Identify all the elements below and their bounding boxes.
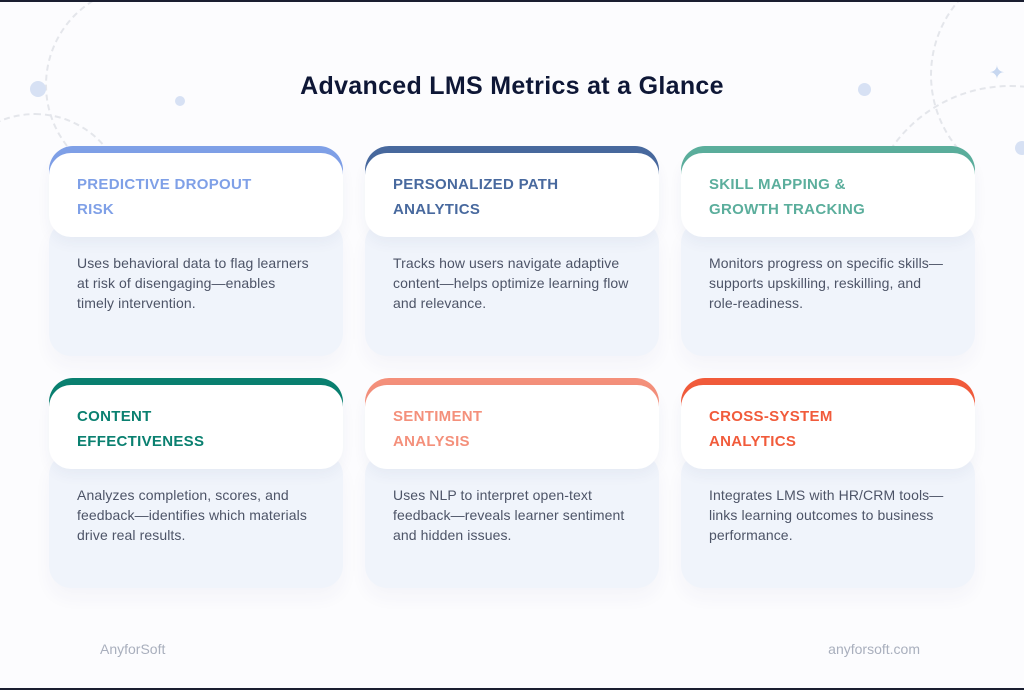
card-body-panel: Uses behavioral data to flag learners at…	[49, 221, 343, 356]
card-title: PREDICTIVE DROPOUT RISK	[77, 176, 252, 218]
card-description: Monitors progress on specific skills—sup…	[709, 255, 943, 311]
card-header: SENTIMENT ANALYSIS	[365, 385, 659, 469]
card-header: CONTENT EFFECTIVENESS	[49, 385, 343, 469]
metric-card-skill-mapping-growth-tracking: SKILL MAPPING & GROWTH TRACKING Monitors…	[681, 146, 975, 356]
dot-decoration	[1015, 141, 1024, 155]
dot-decoration	[175, 96, 185, 106]
card-title: PERSONALIZED PATH ANALYTICS	[393, 176, 559, 218]
footer-brand: AnyforSoft	[100, 641, 166, 657]
card-body-panel: Uses NLP to interpret open-text feedback…	[365, 453, 659, 588]
card-title: CONTENT EFFECTIVENESS	[77, 408, 205, 450]
card-body-panel: Tracks how users navigate adaptive conte…	[365, 221, 659, 356]
card-description: Analyzes completion, scores, and feedbac…	[77, 487, 307, 543]
card-description: Uses NLP to interpret open-text feedback…	[393, 487, 625, 543]
metric-card-predictive-dropout-risk: PREDICTIVE DROPOUT RISK Uses behavioral …	[49, 146, 343, 356]
card-header: PERSONALIZED PATH ANALYTICS	[365, 153, 659, 237]
dot-decoration	[30, 81, 46, 97]
card-title: SENTIMENT ANALYSIS	[393, 408, 483, 450]
metric-card-content-effectiveness: CONTENT EFFECTIVENESS Analyzes completio…	[49, 378, 343, 588]
footer-website: anyforsoft.com	[828, 641, 920, 657]
card-title: SKILL MAPPING & GROWTH TRACKING	[709, 176, 866, 218]
top-frame-line	[0, 0, 1024, 2]
metric-card-cross-system-analytics: CROSS-SYSTEM ANALYTICS Integrates LMS wi…	[681, 378, 975, 588]
card-description: Tracks how users navigate adaptive conte…	[393, 255, 629, 311]
card-body-panel: Integrates LMS with HR/CRM tools—links l…	[681, 453, 975, 588]
card-description: Uses behavioral data to flag learners at…	[77, 255, 309, 311]
card-body-panel: Monitors progress on specific skills—sup…	[681, 221, 975, 356]
card-header: SKILL MAPPING & GROWTH TRACKING	[681, 153, 975, 237]
card-description: Integrates LMS with HR/CRM tools—links l…	[709, 487, 944, 543]
card-header: PREDICTIVE DROPOUT RISK	[49, 153, 343, 237]
metric-card-sentiment-analysis: SENTIMENT ANALYSIS Uses NLP to interpret…	[365, 378, 659, 588]
bottom-frame-line	[0, 688, 1024, 690]
card-body-panel: Analyzes completion, scores, and feedbac…	[49, 453, 343, 588]
page-title: Advanced LMS Metrics at a Glance	[300, 72, 724, 100]
card-header: CROSS-SYSTEM ANALYTICS	[681, 385, 975, 469]
dot-decoration	[858, 83, 871, 96]
sparkle-icon: ✦	[989, 63, 1005, 84]
metrics-grid: PREDICTIVE DROPOUT RISK Uses behavioral …	[49, 146, 975, 588]
metric-card-personalized-path-analytics: PERSONALIZED PATH ANALYTICS Tracks how u…	[365, 146, 659, 356]
card-title: CROSS-SYSTEM ANALYTICS	[709, 408, 833, 450]
